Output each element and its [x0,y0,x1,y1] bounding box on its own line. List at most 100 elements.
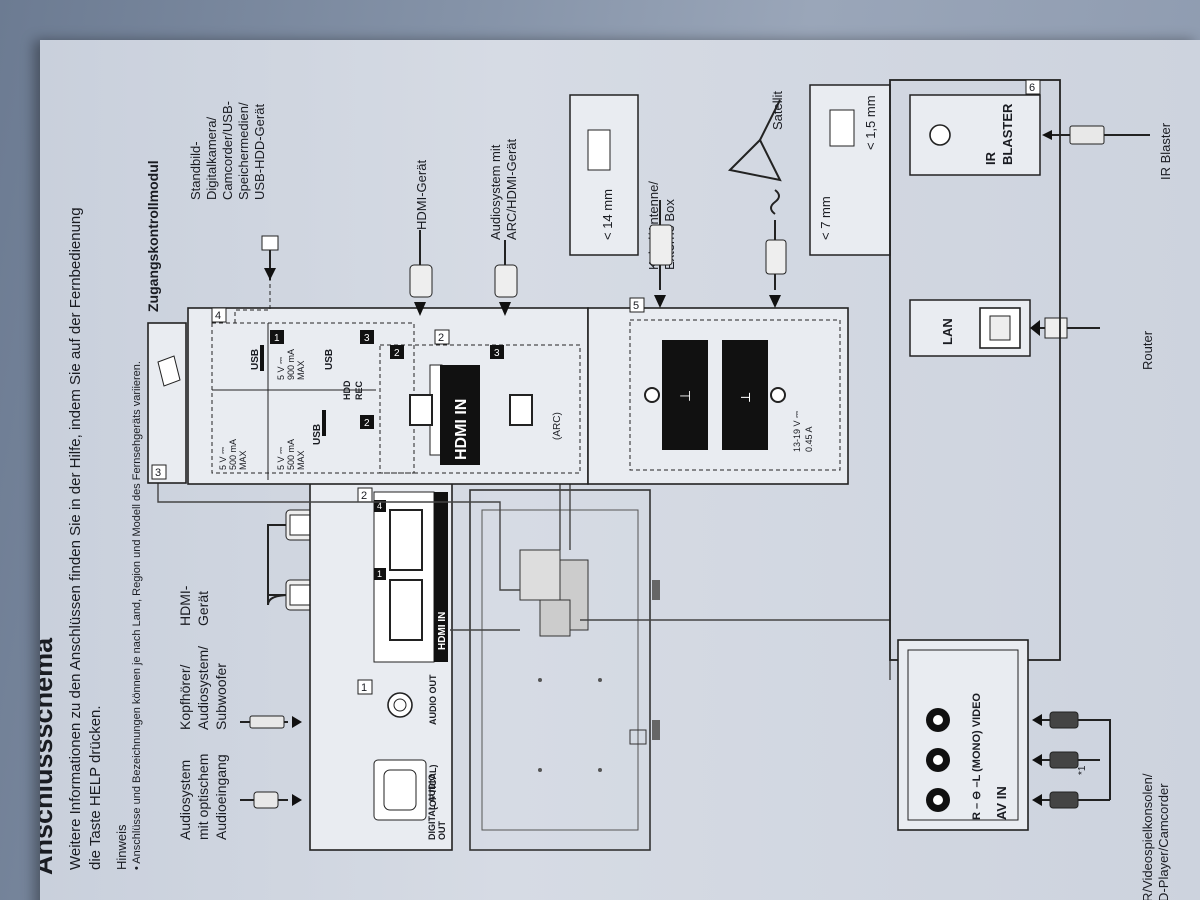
svg-text:HDMI-: HDMI- [177,585,193,626]
manual-page: Anschlussschema Weitere Informationen zu… [40,40,1200,900]
svg-text:2: 2 [438,332,444,344]
svg-text:2: 2 [361,490,367,502]
svg-text:Audiosystem/: Audiosystem/ [195,646,211,730]
svg-text:R – ⊖ –L (MONO) VIDEO: R – ⊖ –L (MONO) VIDEO [971,693,983,820]
svg-text:5: 5 [633,300,639,312]
svg-text:*1: *1 [1077,765,1088,775]
svg-text:1: 1 [377,569,382,579]
hdmi-plug-upper [409,230,518,316]
svg-text:USB: USB [250,349,261,370]
svg-text:⊥: ⊥ [677,390,693,402]
label-ir-blaster: IR Blaster [1158,122,1173,180]
svg-text:1: 1 [361,682,367,694]
svg-text:mit optischem: mit optischem [195,754,211,840]
svg-text:5 V ⎓: 5 V ⎓ [276,357,286,380]
svg-text:Audioeingang: Audioeingang [213,754,229,840]
svg-text:3: 3 [364,333,370,344]
svg-text:< 1,5 mm: < 1,5 mm [863,95,878,150]
hint-text: • Anschlüsse und Bezeichnungen können je… [131,361,143,870]
svg-text:USB: USB [324,349,335,370]
label-router: Router [1140,330,1155,370]
svg-text:DVD-Player/Camcorder: DVD-Player/Camcorder [1156,783,1171,900]
panel-hdmi-left: 2 4 1 HDMI IN [357,487,448,663]
av-cables: *1 [1032,711,1111,809]
svg-text:BLASTER: BLASTER [1000,103,1015,165]
label-hdmi-device-left: HDMI- Gerät [177,585,211,626]
svg-text:Subwoofer: Subwoofer [213,663,229,730]
svg-text:AUDIO OUT: AUDIO OUT [428,674,438,725]
lan-port: LAN [909,299,1031,357]
svg-text:5 V ⎓: 5 V ⎓ [276,447,286,470]
svg-text:Audiosystem mit: Audiosystem mit [488,144,503,240]
sat-plug-cable [765,189,787,308]
svg-text:OUT: OUT [437,821,447,841]
label-vcr: VCR/Videospielkonsolen/ DVD-Player/Camco… [1140,773,1171,900]
svg-text:HDMI IN: HDMI IN [437,612,448,650]
svg-text:2: 2 [394,348,400,359]
optical-cable [240,791,302,809]
svg-text:Standbild-: Standbild- [188,141,203,200]
svg-text:MAX: MAX [296,360,306,380]
intro-line-2: die Taste HELP drücken. [87,705,104,870]
svg-text:4: 4 [215,310,221,322]
svg-text:IR: IR [983,151,998,165]
svg-text:⟂: ⟂ [737,392,753,402]
svg-text:6: 6 [1029,82,1035,94]
svg-text:Digitalkamera/: Digitalkamera/ [204,117,219,200]
svg-text:LAN: LAN [940,318,955,345]
svg-text:Audiosystem: Audiosystem [177,760,193,840]
svg-text:ARC/HDMI-Gerät: ARC/HDMI-Gerät [504,138,519,240]
svg-text:2: 2 [364,418,370,429]
connection-diagram: Anschlussschema Weitere Informationen zu… [40,79,1173,900]
svg-text:1: 1 [274,333,280,344]
panel-cam-slot: 3 [147,322,187,484]
svg-text:3: 3 [494,348,500,359]
svg-text:MAX: MAX [296,450,306,470]
hint-heading: Hinweis [114,824,129,870]
label-satellite: Satellit [770,91,785,130]
usb-dashed-link [234,280,271,323]
headphone-cable [240,715,302,729]
label-optical-audio: Audiosystem mit optischem Audioeingang [177,754,229,840]
panel-ir-blaster: 6 IR BLASTER [889,79,1061,661]
usb-arrow-icon [264,268,276,280]
label-camera: Standbild- Digitalkamera/ Camcorder/USB-… [188,101,267,200]
svg-text:500 mA: 500 mA [286,439,296,470]
svg-text:Camcorder/USB-: Camcorder/USB- [220,101,235,200]
svg-text:< 14 mm: < 14 mm [600,189,615,240]
svg-text:500 mA: 500 mA [228,439,238,470]
svg-text:(ARC): (ARC) [552,412,563,440]
svg-text:900 mA: 900 mA [286,349,296,380]
svg-text:MAX: MAX [238,450,248,470]
label-access-module: Zugangskontrollmodul [145,160,161,312]
sat-spec-box: < 7 mm < 1,5 mm [809,84,891,256]
svg-text:Gerät: Gerät [195,591,211,626]
svg-text:Speichermedien/: Speichermedien/ [236,102,251,200]
lan-cable [1030,317,1100,339]
usb-plug-icon [261,235,279,251]
ir-blaster-cable [1042,125,1150,145]
svg-text:13-19 V ⎓: 13-19 V ⎓ [792,411,802,452]
svg-text:3: 3 [155,467,161,479]
intro-line-1: Weitere Informationen zu den Anschlüssen… [67,207,84,870]
svg-text:0.45 A: 0.45 A [804,426,814,452]
svg-text:VCR/Videospielkonsolen/: VCR/Videospielkonsolen/ [1140,773,1155,900]
cable-spec-box: < 14 mm [569,94,639,256]
label-hdmi-device: HDMI-Gerät [414,160,429,230]
panel-tuner: 5 ⊥ ⟂ 13-19 V ⎓ 0.45 A [587,297,849,485]
svg-text:5 V ⎓: 5 V ⎓ [218,447,228,470]
svg-text:HDMI IN: HDMI IN [453,399,470,460]
panel-av-in: R – ⊖ –L (MONO) VIDEO AV IN [897,639,1029,831]
satellite-dish-icon [727,99,782,182]
coax-plug-cable [649,200,673,308]
svg-text:Kopfhörer/: Kopfhörer/ [177,665,193,730]
svg-text:4: 4 [377,501,382,511]
svg-text:USB-HDD-Gerät: USB-HDD-Gerät [252,104,267,200]
panel-usb-hdmi: 4 1 5 V ⎓ 500 mA MAX USB 2 5 V ⎓ 500 mA … [187,307,589,485]
svg-text:DIGITAL AUDIO: DIGITAL AUDIO [427,774,437,840]
label-arc-audio: Audiosystem mit ARC/HDMI-Gerät [488,138,519,240]
svg-text:(OPTICAL): (OPTICAL) [428,765,438,811]
svg-text:USB: USB [312,424,323,445]
svg-text:< 7 mm: < 7 mm [818,196,833,240]
